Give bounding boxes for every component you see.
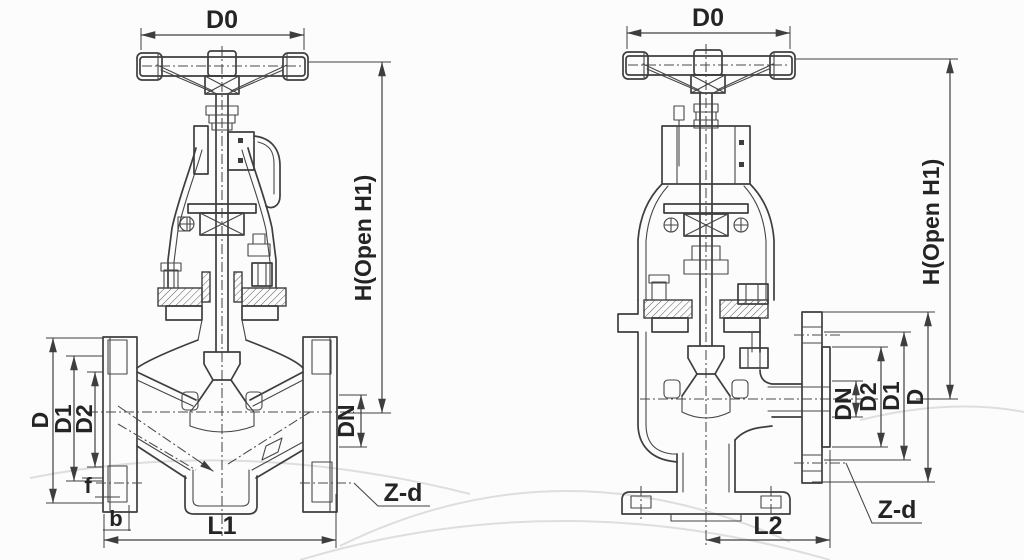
globe-bonnet <box>136 262 304 369</box>
angle-label-d2: D2 <box>855 382 881 411</box>
globe-dim-dn: DN <box>333 394 367 448</box>
angle-centerlines <box>640 44 878 548</box>
watermark-arcs <box>29 405 1024 560</box>
angle-dim-d0: D0 <box>626 4 791 49</box>
globe-body <box>96 336 354 515</box>
globe-yoke <box>167 125 281 289</box>
globe-label-f: f <box>84 473 92 498</box>
globe-callout-zd: Z-d <box>353 479 430 507</box>
angle-label-dn: DN <box>830 387 856 420</box>
globe-label-h: H(Open H1) <box>350 175 376 302</box>
angle-dim-d2: D2 <box>832 346 888 448</box>
globe-valve-view: D0 H(Open H1) D D1 D2 <box>27 6 430 548</box>
angle-dim-h: H(Open H1) <box>795 58 958 400</box>
globe-dim-d0: D0 <box>140 6 305 50</box>
globe-dim-l1: L1 <box>103 494 337 548</box>
globe-handwheel <box>136 50 309 95</box>
angle-label-d0: D0 <box>692 4 724 32</box>
angle-dim-l2: L2 <box>706 450 831 548</box>
globe-dim-d1: D1 <box>50 355 103 482</box>
angle-dim-dn: DN <box>830 380 863 421</box>
globe-dim-h: H(Open H1) <box>308 61 391 414</box>
globe-flow-lines <box>117 405 311 472</box>
angle-bonnet <box>643 274 769 369</box>
angle-dim-d: D <box>812 311 935 483</box>
globe-dim-b: b <box>103 505 131 531</box>
globe-dim-d2: D2 <box>71 371 103 468</box>
angle-valve-view: D0 H(Open H1) DN D2 D1 <box>617 4 958 548</box>
angle-label-d: D <box>902 389 928 406</box>
globe-dim-f: f <box>82 473 120 498</box>
flow-direction-symbol <box>261 437 283 461</box>
angle-label-h: H(Open H1) <box>918 159 944 286</box>
angle-dim-d1: D1 <box>824 331 911 461</box>
globe-label-d2: D2 <box>71 404 97 433</box>
globe-label-dn: DN <box>333 404 359 437</box>
angle-handwheel <box>622 49 796 94</box>
globe-dim-d: D <box>27 337 103 504</box>
globe-label-l1: L1 <box>207 512 236 540</box>
globe-label-zd: Z-d <box>384 479 423 507</box>
globe-label-d0: D0 <box>206 6 238 34</box>
angle-body <box>617 299 846 522</box>
angle-label-d1: D1 <box>878 381 904 411</box>
angle-callout-zd: Z-d <box>845 462 922 524</box>
globe-label-d: D <box>27 412 53 429</box>
angle-label-zd: Z-d <box>878 496 917 524</box>
globe-label-b: b <box>109 506 122 531</box>
angle-stem <box>673 93 719 347</box>
angle-yoke <box>637 125 775 301</box>
globe-label-d1: D1 <box>50 404 76 434</box>
angle-label-l2: L2 <box>753 512 782 540</box>
